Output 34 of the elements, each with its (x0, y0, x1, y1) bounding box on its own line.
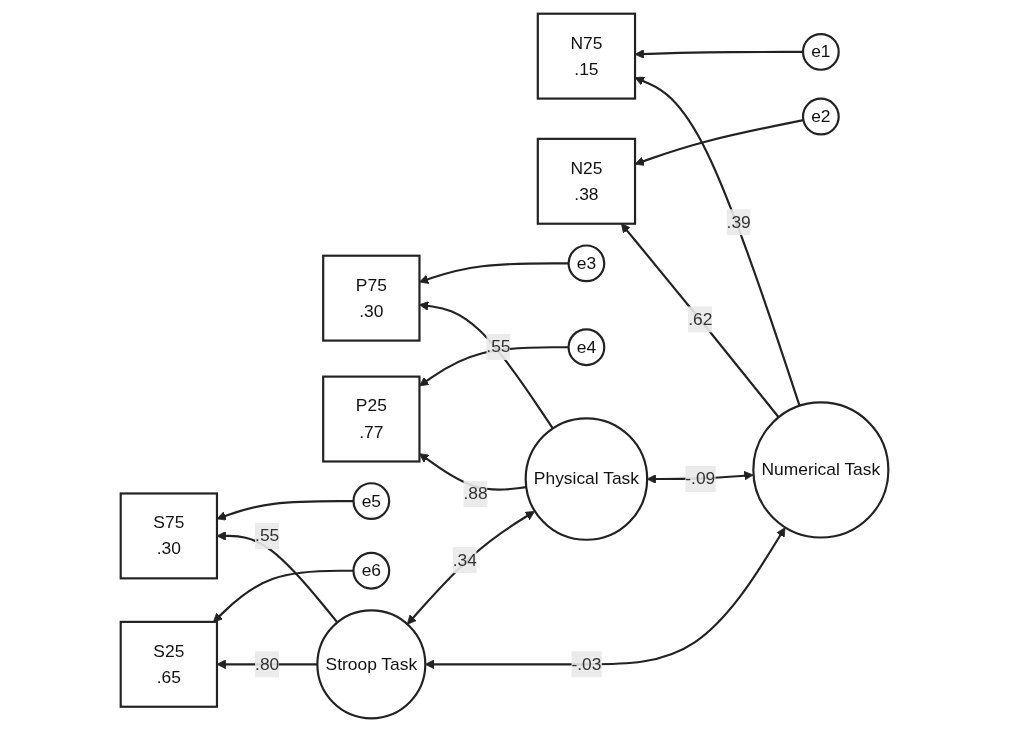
edge-label: .55 (486, 337, 512, 356)
node-circle: e5 (352, 482, 391, 521)
edge-label: .88 (463, 484, 489, 503)
edge-label: -.03 (571, 654, 602, 674)
node-circle: Physical Task (525, 417, 649, 541)
node-box: S25 .65 (120, 620, 219, 708)
node-box: P25 .77 (322, 375, 421, 463)
node-box: N75 .15 (537, 12, 637, 100)
node-box: S75 .30 (120, 492, 219, 580)
arrow (425, 527, 786, 670)
node-box: P75 .30 (322, 254, 421, 342)
node-circle: e3 (567, 244, 606, 283)
node-box: N25 .38 (537, 137, 637, 225)
edge-label: .62 (688, 309, 713, 329)
edge-label: .80 (255, 654, 280, 674)
arrow (635, 49, 804, 59)
edge-label: .55 (255, 526, 280, 545)
edge-label: -.09 (685, 469, 716, 488)
arrow (621, 223, 780, 418)
arrow (217, 531, 339, 624)
arrow (419, 262, 570, 284)
node-circle: e6 (352, 551, 391, 590)
node-circle: e2 (802, 97, 841, 136)
node-circle: e1 (802, 33, 841, 71)
edge-label: .39 (727, 212, 752, 231)
arrow (407, 510, 536, 625)
node-circle: e4 (567, 328, 606, 367)
arrow (419, 301, 555, 430)
arrow (635, 76, 802, 407)
edge-label: .34 (453, 550, 478, 569)
arrow (213, 569, 354, 623)
arrow (217, 500, 354, 521)
node-circle: Stroop Task (316, 609, 427, 720)
node-circle: Numerical Task (752, 401, 890, 539)
